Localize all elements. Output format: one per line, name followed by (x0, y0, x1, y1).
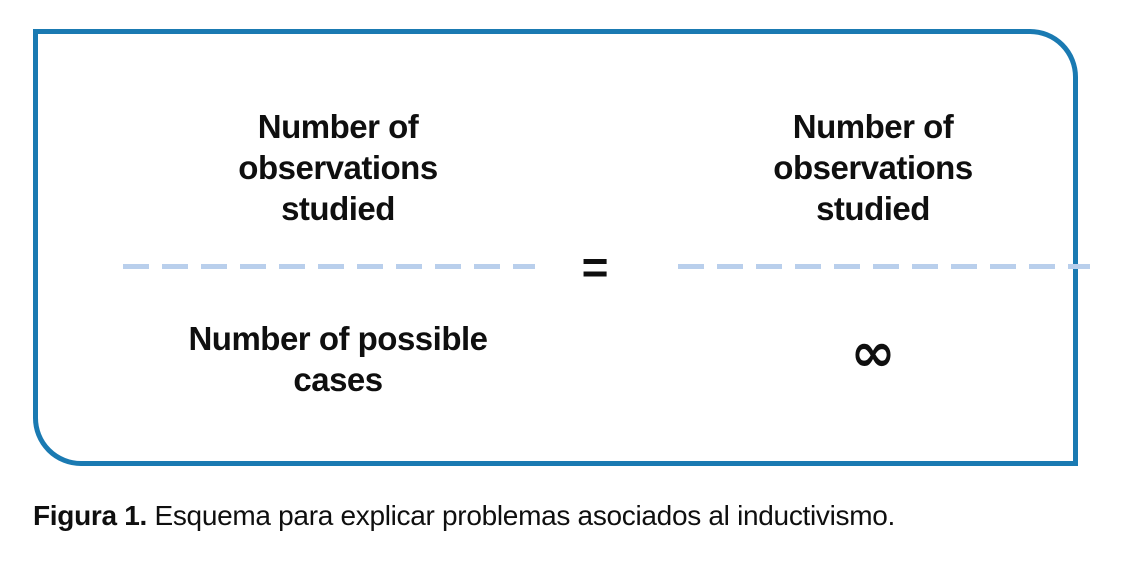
equation-box: Number of observations studied Number of… (33, 29, 1090, 466)
left-fraction-denominator: Number of possible cases (128, 318, 548, 400)
numerator-line: studied (281, 190, 395, 227)
infinity-symbol: ∞ (850, 321, 896, 384)
numerator-line: Number of (257, 108, 419, 145)
right-fraction-bar (678, 264, 1090, 269)
numerator-line: observations (773, 149, 973, 186)
numerator-line: Number of (792, 108, 954, 145)
caption-text: Esquema para explicar problemas asociado… (154, 500, 896, 531)
caption-label: Figura 1. (33, 500, 147, 531)
figure-caption: Figura 1. Esquema para explicar problema… (33, 499, 1113, 533)
numerator-line: studied (816, 190, 930, 227)
right-fraction-numerator: Number of observations studied (663, 106, 1083, 229)
right-fraction-denominator: ∞ (663, 317, 1083, 389)
denominator-line: Number of possible (188, 320, 488, 357)
equals-sign: = (581, 241, 609, 293)
left-fraction-numerator: Number of observations studied (128, 106, 548, 229)
numerator-line: observations (238, 149, 438, 186)
denominator-line: cases (293, 361, 383, 398)
left-fraction-bar (123, 264, 535, 269)
